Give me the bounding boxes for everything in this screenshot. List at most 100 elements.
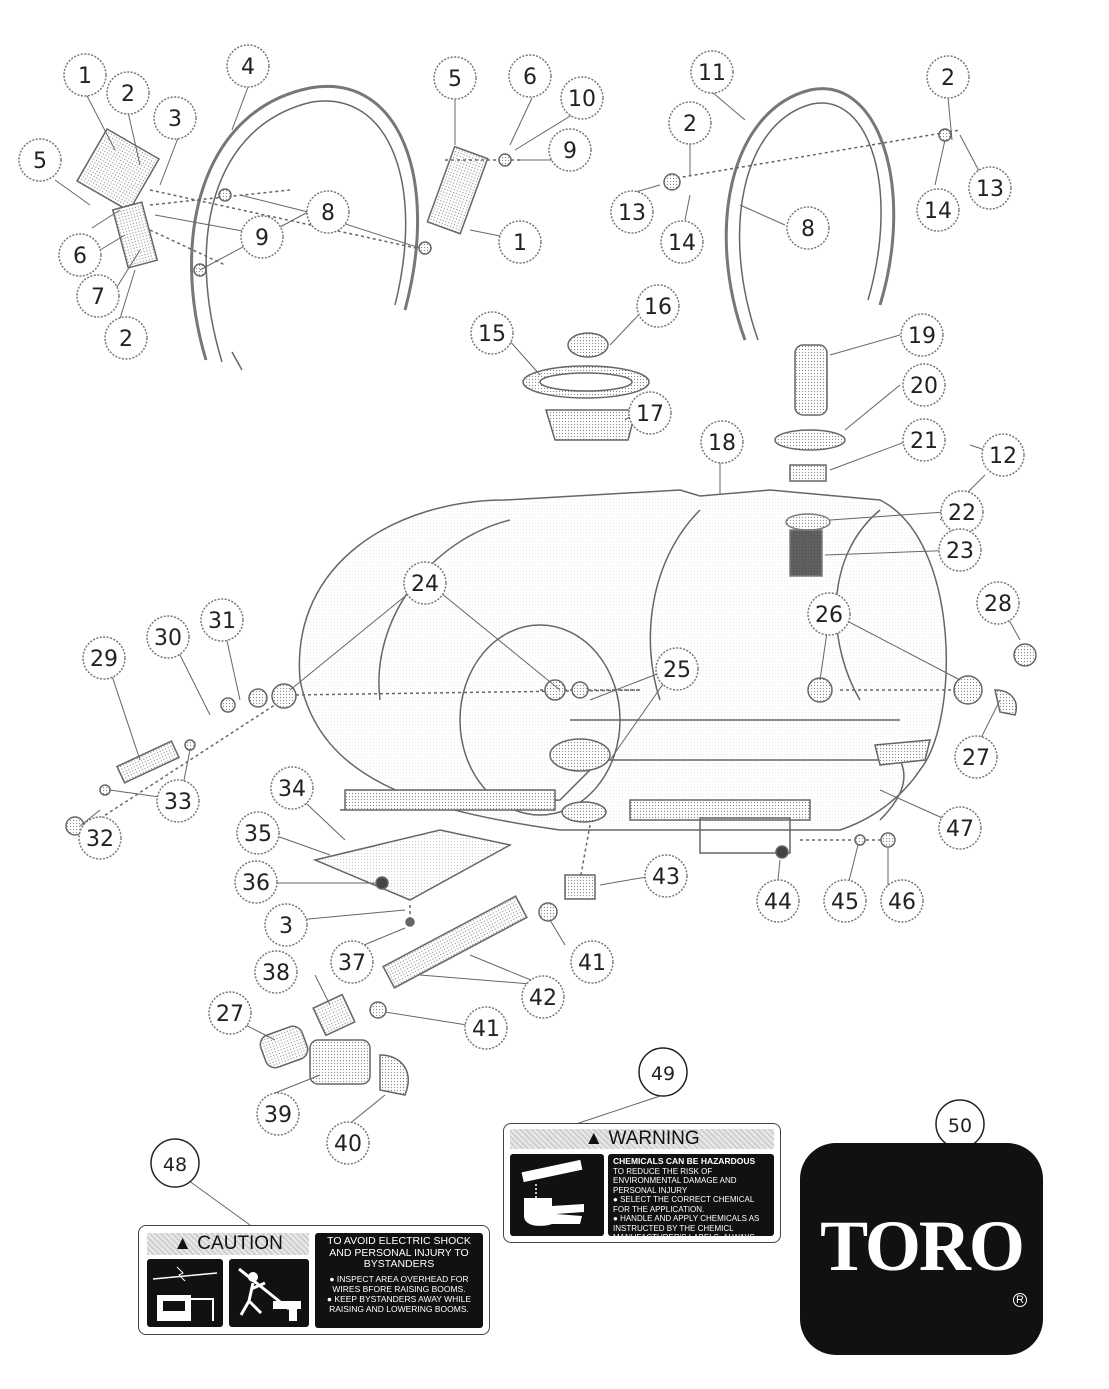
callout-number: 21 [910,429,938,454]
callout-45: 45 [823,879,867,923]
callout-circle [470,311,514,355]
warning-intro: TO REDUCE THE RISK OF ENVIRONMENTAL DAMA… [613,1166,737,1195]
callout-27: 27 [954,735,998,779]
callout-9: 9 [548,128,592,172]
registered-mark: R [1013,1293,1027,1307]
callout-18: 18 [700,420,744,464]
mounting-bracket [312,829,513,927]
callout-number: 20 [910,374,938,399]
callout-number: 47 [946,817,974,842]
callout-22: 22 [940,490,984,534]
callout-number: 49 [651,1063,675,1085]
warning-text-panel: CHEMICALS CAN BE HAZARDOUS TO REDUCE THE… [608,1154,774,1261]
callout-circle [508,54,552,98]
callout-circle [521,975,565,1019]
callout-2: 2 [926,55,970,99]
callout-circle [264,903,308,947]
callout-15: 15 [470,311,514,355]
callout-27: 27 [208,991,252,1035]
callout-1: 1 [498,220,542,264]
warning-decal: ▲ WARNING CHEMICALS CAN BE HAZARDOUS TO … [503,1123,781,1261]
warning-triangle-icon: ▲ [584,1128,604,1149]
callout-circle [104,316,148,360]
callout-circle [690,50,734,94]
callout-number: 3 [279,914,293,939]
callout-number: 35 [244,822,272,847]
callout-circle [880,879,924,923]
callout-circle [655,647,699,691]
callout-circle [938,528,982,572]
callout-44: 44 [756,879,800,923]
callout-circle [270,766,314,810]
callout-circle [660,220,704,264]
callout-23: 23 [938,528,982,572]
side-fittings-right [807,643,1037,716]
callout-number: 2 [121,82,135,107]
callout-14: 14 [916,188,960,232]
callout-circle [938,806,982,850]
callout-number: 26 [815,603,843,628]
callout-47: 47 [938,806,982,850]
callout-3: 3 [264,903,308,947]
callout-number: 1 [513,231,527,256]
callout-16: 16 [636,284,680,328]
callout-9: 9 [240,215,284,259]
callout-21: 21 [902,418,946,462]
callout-17: 17 [628,391,672,435]
callout-number: 1 [78,64,92,89]
callout-circle [570,940,614,984]
chemical-hand-pictogram [510,1154,604,1236]
callout-circle [226,44,270,88]
callout-circle [256,1092,300,1136]
callout-41: 41 [464,1006,508,1050]
right-boom-hoop [663,87,961,341]
callout-circle [433,56,477,100]
callout-circle [700,420,744,464]
callout-number: 27 [216,1002,244,1027]
callout-circle [326,1121,370,1165]
callout-number: 27 [962,746,990,771]
callout-number: 2 [683,112,697,137]
callout-number: 19 [908,324,936,349]
callout-number: 34 [278,777,306,802]
callout-50: 50 [935,1099,985,1149]
power-line-icon [152,1266,218,1321]
callout-number: 43 [652,865,680,890]
warning-triangle-icon: ▲ [173,1233,193,1254]
callout-circle [668,101,712,145]
callout-33: 33 [156,779,200,823]
callout-number: 13 [618,201,646,226]
caution-decal: ▲ CAUTION TO AVOID ELECTRIC SHOCK AND PE… [138,1225,490,1335]
callout-26: 26 [807,592,851,636]
callout-circle [628,391,672,435]
callout-34: 34 [270,766,314,810]
callout-circle [234,860,278,904]
callout-37: 37 [330,940,374,984]
warning-title: CHEMICALS CAN BE HAZARDOUS [613,1156,756,1166]
caution-heading: CAUTION [197,1233,283,1254]
callout-circle [156,779,200,823]
callout-number: 45 [831,890,859,915]
callout-circle [403,561,447,605]
callout-number: 28 [984,592,1012,617]
callout-number: 44 [764,890,792,915]
toro-logo-decal: TORO R [800,1143,1043,1355]
callout-circle [968,166,1012,210]
callout-42: 42 [521,975,565,1019]
callout-number: 7 [91,285,105,310]
callout-number: 5 [448,67,462,92]
callout-number: 38 [262,961,290,986]
callout-circle [807,592,851,636]
callout-number: 11 [698,61,726,86]
callout-number: 12 [989,444,1017,469]
callout-number: 9 [255,226,269,251]
callout-number: 8 [801,217,815,242]
callout-circle [926,55,970,99]
callout-10: 10 [560,76,604,120]
callout-circle [146,615,190,659]
callout-14: 14 [660,220,704,264]
callout-number: 29 [90,647,118,672]
callout-number: 42 [529,986,557,1011]
